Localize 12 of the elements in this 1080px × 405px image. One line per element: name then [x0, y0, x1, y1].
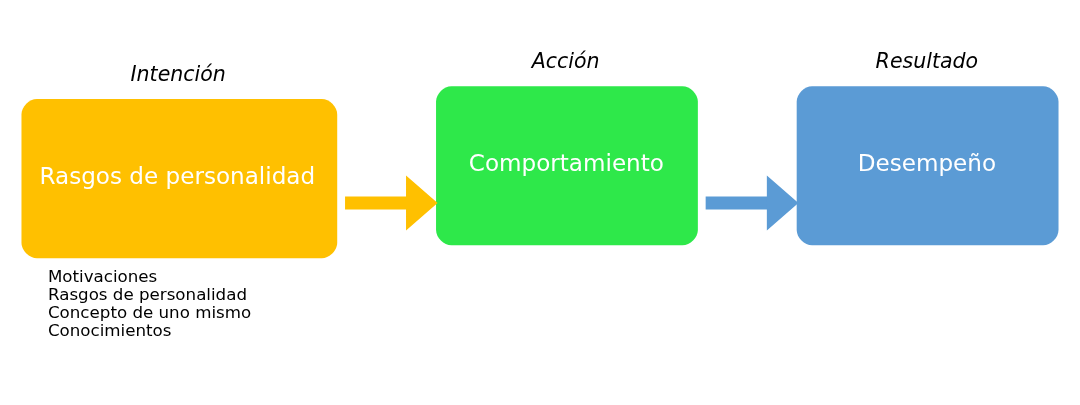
arrow — [345, 174, 438, 231]
node-box: Desempeño — [796, 85, 1059, 245]
node-label: Rasgos de personalidad — [47, 284, 248, 304]
node-label: Acción — [531, 48, 600, 73]
arrow — [705, 174, 799, 231]
node-label: Resultado — [875, 48, 979, 73]
node-box: Comportamiento — [436, 85, 698, 245]
node-box: Rasgos de personalidad — [21, 98, 338, 258]
node-label: Conocimientos — [47, 320, 172, 340]
node-label: Intención — [130, 61, 226, 86]
node-label: Motivaciones — [47, 266, 158, 286]
node-label: Concepto de uno mismo — [47, 302, 252, 322]
